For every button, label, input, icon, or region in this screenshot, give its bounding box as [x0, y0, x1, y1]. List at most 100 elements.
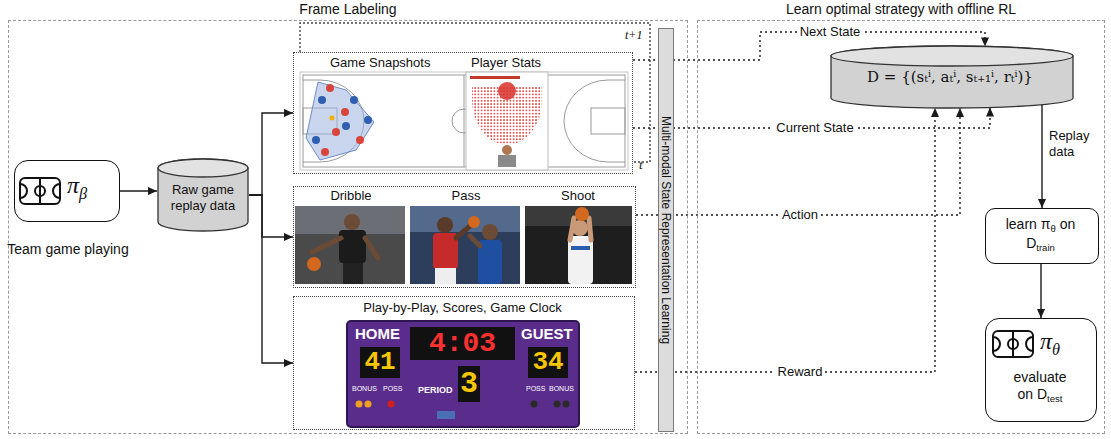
text-line: Team game playing — [7, 241, 129, 258]
scoreboard-text: 3 — [458, 366, 480, 402]
player-stats-card — [466, 72, 548, 170]
node-text: D — [1026, 235, 1036, 251]
text-line: Play-by-Play, Scores, Game Clock — [294, 300, 631, 316]
node-text: Learn optimal strategy with offline RL — [786, 1, 1016, 17]
text-line: t+1 — [625, 28, 642, 42]
node-text: π — [67, 172, 79, 198]
scoreboard-text: POSS — [526, 385, 545, 393]
cylinder-body — [831, 46, 1073, 108]
text-group: Pass — [411, 188, 521, 204]
cylinder-body — [158, 159, 248, 231]
scoreboard-text: BONUS — [352, 385, 377, 393]
subscript-text: θ — [1052, 340, 1060, 359]
dataset-cylinder: D = {(sₜⁱ, aₜⁱ, sₜ₊₁ⁱ, rₜⁱ)} — [830, 45, 1074, 109]
text-group: Game Snapshots — [330, 55, 430, 71]
text-group: πβ — [67, 171, 87, 203]
node-text: Multi-modal State Representation Learnin… — [659, 116, 673, 344]
pass-photo — [410, 206, 520, 284]
text-group: Player Stats — [471, 55, 541, 71]
text-group: D = {(sₜⁱ, aₜⁱ, sₜ₊₁ⁱ, rₜⁱ)} — [830, 68, 1070, 86]
text-line: evaluate on Dtest — [1008, 369, 1072, 405]
scoreboard-text: 34 — [528, 347, 568, 378]
action-box: Dribble Pass Shoot — [293, 186, 636, 288]
edge-label: Action — [779, 207, 821, 223]
text-group: t+1 — [625, 28, 642, 42]
subscript-text: test — [1047, 393, 1062, 404]
game-snapshot — [300, 72, 628, 170]
text-line: learn πθon — [986, 216, 1095, 235]
text-line: Dtrain — [986, 235, 1095, 254]
process-box: learn πθonDtrain — [985, 208, 1099, 264]
text-group: Play-by-Play, Scores, Game Clock — [294, 300, 631, 316]
node-text: learn π — [1006, 216, 1051, 232]
connector — [120, 190, 157, 191]
scoreboard-text: 4:03 — [410, 327, 515, 360]
node-text: on — [1060, 216, 1076, 232]
text-group: Learn optimal strategy with offline RL — [697, 1, 1105, 18]
text-group: learn πθonDtrain — [986, 216, 1095, 253]
edge-label: Next State — [797, 24, 864, 40]
connector — [1040, 264, 1041, 318]
text-line: πθ — [1040, 327, 1060, 359]
court-icon — [993, 331, 1033, 357]
node-text: Team game playing — [7, 241, 128, 257]
node-text: t+1 — [625, 28, 642, 42]
text-line: Pass — [411, 188, 521, 204]
text-group: t — [639, 157, 643, 173]
edge-label: Reward — [775, 364, 826, 380]
node-text: Pass — [452, 188, 481, 203]
scoreboard — [347, 321, 579, 427]
connector — [249, 113, 293, 195]
policy-box: πθ evaluate on Dtest — [985, 318, 1097, 422]
subscript-text: β — [79, 184, 87, 203]
node-text: Frame Labeling — [299, 1, 396, 17]
text-group: Shoot — [524, 188, 632, 204]
node-text: t — [639, 157, 643, 172]
shoot-photo — [525, 206, 632, 284]
text-line: Frame Labeling — [8, 1, 688, 18]
text-group: Raw game replay data — [161, 182, 245, 213]
text-group: Multi-modal State Representation Learnin… — [658, 29, 674, 431]
edge-label: Replay data — [1046, 128, 1106, 160]
node-text: π — [1040, 328, 1052, 354]
text-line: Learn optimal strategy with offline RL — [697, 1, 1105, 18]
stage-panel: Frame LabelingπβTeam game playingRaw gam… — [8, 20, 688, 434]
text-line: Raw game replay data — [161, 182, 245, 213]
node-text: Shoot — [561, 188, 595, 203]
node-text: Raw game replay data — [171, 182, 235, 213]
node-text: Dribble — [330, 188, 371, 203]
text-line: Dribble — [296, 188, 406, 204]
policy-box: πβTeam game playing — [14, 160, 120, 222]
stage-panel: Learn optimal strategy with offline RLD … — [697, 20, 1105, 434]
text-line: Shoot — [524, 188, 632, 204]
cylinder-cap — [158, 159, 248, 177]
representation-bar: Multi-modal State Representation Learnin… — [658, 28, 674, 432]
scoreboard-text: 41 — [360, 347, 400, 378]
text-line: Game Snapshots — [330, 55, 430, 71]
node-text: D = {(sₜⁱ, aₜⁱ, sₜ₊₁ⁱ, rₜⁱ)} — [867, 68, 1033, 86]
cylinder-cap — [831, 46, 1073, 66]
text-group: Dribble — [296, 188, 406, 204]
scoreboard-text: PERIOD — [418, 385, 453, 396]
scoreboard-text: GUEST — [521, 325, 573, 343]
text-line: t — [639, 157, 643, 173]
database-cylinder: Raw game replay data — [157, 158, 249, 232]
connector — [636, 108, 960, 215]
text-line: πβ — [67, 171, 87, 203]
text-group: Frame Labeling — [8, 1, 688, 18]
subscript-text: train — [1036, 242, 1055, 253]
scoreboard-text: POSS — [383, 385, 402, 393]
connector — [249, 195, 293, 363]
subscript-text: θ — [1050, 223, 1055, 234]
node-text: Player Stats — [471, 55, 541, 70]
court-icon — [20, 178, 60, 204]
edge-label: Current State — [773, 120, 856, 136]
connector — [1041, 105, 1042, 208]
dribble-photo — [295, 206, 405, 284]
connector — [635, 108, 935, 372]
text-line: D = {(sₜⁱ, aₜⁱ, sₜ₊₁ⁱ, rₜⁱ)} — [830, 68, 1070, 86]
text-line: Player Stats — [471, 55, 541, 71]
node-text: Play-by-Play, Scores, Game Clock — [363, 300, 561, 315]
scoreboard-text: HOME — [355, 325, 400, 343]
node-text: Game Snapshots — [330, 55, 430, 70]
